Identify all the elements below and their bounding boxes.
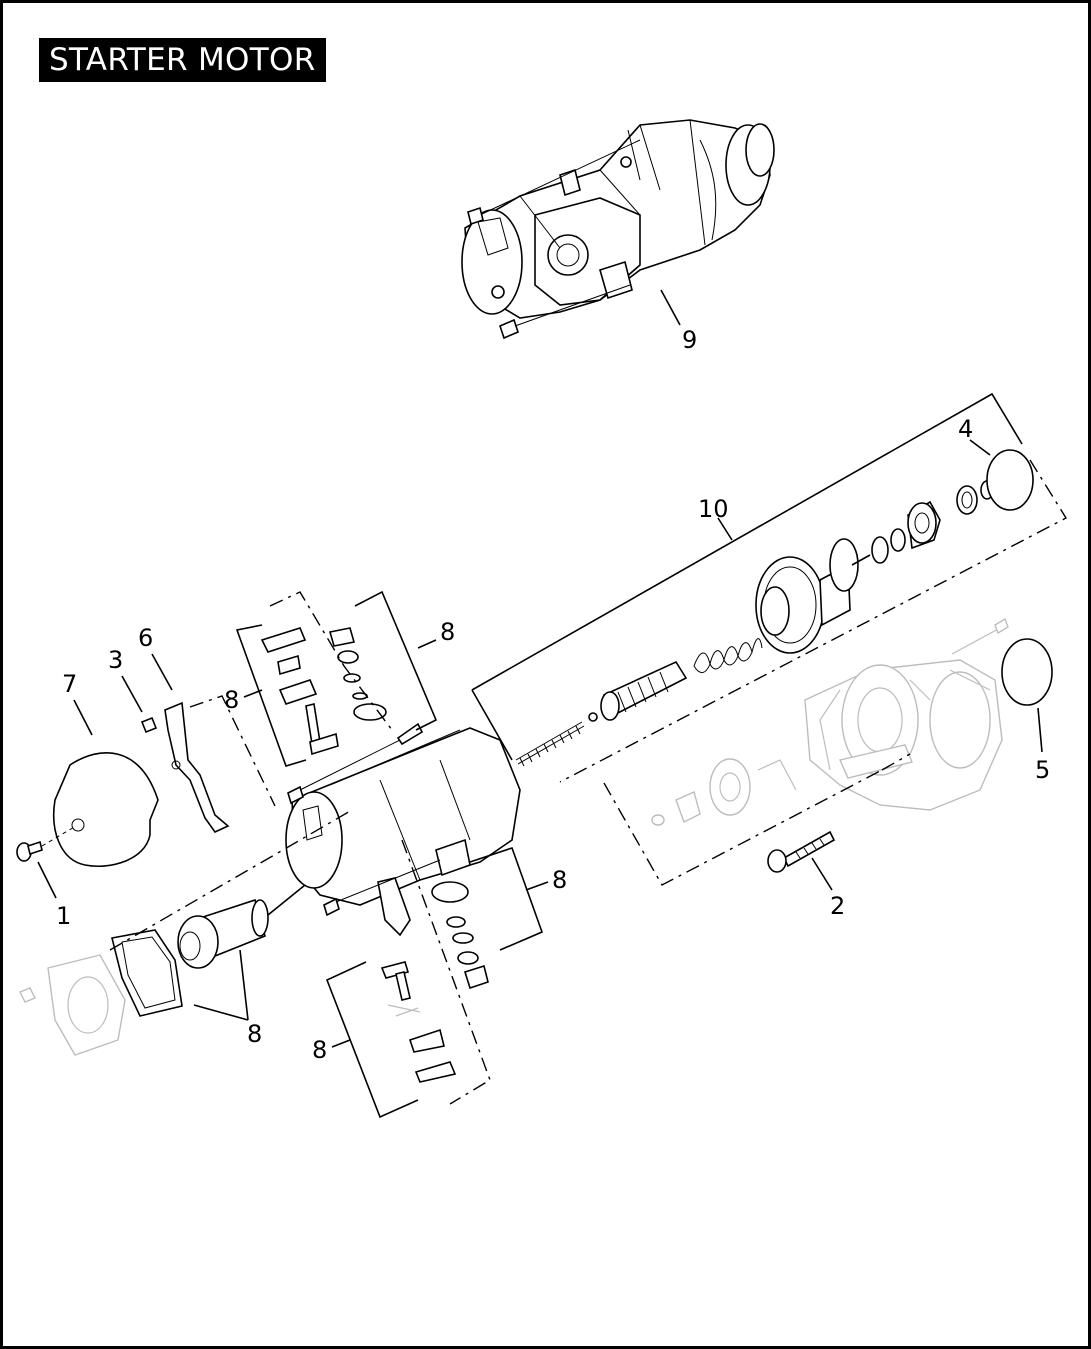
lower-right-hardware-illustration bbox=[431, 881, 489, 990]
end-cover-7-illustration bbox=[53, 752, 159, 867]
page-title: STARTER MOTOR bbox=[39, 38, 326, 82]
nut-3-illustration bbox=[140, 716, 158, 734]
callout-3: 3 bbox=[108, 646, 123, 674]
callout-1: 1 bbox=[56, 902, 71, 930]
callout-8-upper-left: 8 bbox=[224, 686, 239, 714]
o-ring-5-illustration bbox=[1001, 638, 1053, 706]
callout-6: 6 bbox=[138, 624, 153, 652]
screw-1-illustration bbox=[16, 840, 43, 862]
callout-4: 4 bbox=[958, 415, 973, 443]
callout-9: 9 bbox=[682, 326, 697, 354]
drive-assembly-illustration bbox=[515, 480, 994, 767]
callout-7: 7 bbox=[62, 670, 77, 698]
motor-housing-illustration bbox=[285, 722, 521, 937]
bracket-6-illustration bbox=[164, 701, 230, 834]
solenoid-cover-reference-illustration bbox=[19, 954, 126, 1056]
callout-8-lower-right: 8 bbox=[552, 866, 567, 894]
bottom-hardware-kit-illustration bbox=[380, 961, 457, 1083]
solenoid-plunger-illustration bbox=[177, 884, 306, 969]
callout-8-upper-right: 8 bbox=[440, 618, 455, 646]
callout-10: 10 bbox=[698, 495, 729, 523]
callout-8-bottom: 8 bbox=[312, 1036, 327, 1064]
callout-8-lower-left: 8 bbox=[247, 1020, 262, 1048]
upper-hardware-kit-illustration bbox=[260, 627, 387, 756]
bolt-2-illustration bbox=[767, 830, 836, 873]
housing-reference-illustration bbox=[651, 617, 1009, 826]
gasket-illustration bbox=[111, 929, 183, 1017]
callout-5: 5 bbox=[1035, 756, 1050, 784]
o-ring-4-illustration bbox=[986, 449, 1034, 511]
callout-2: 2 bbox=[830, 892, 845, 920]
starter-motor-assembly-illustration bbox=[461, 119, 775, 340]
